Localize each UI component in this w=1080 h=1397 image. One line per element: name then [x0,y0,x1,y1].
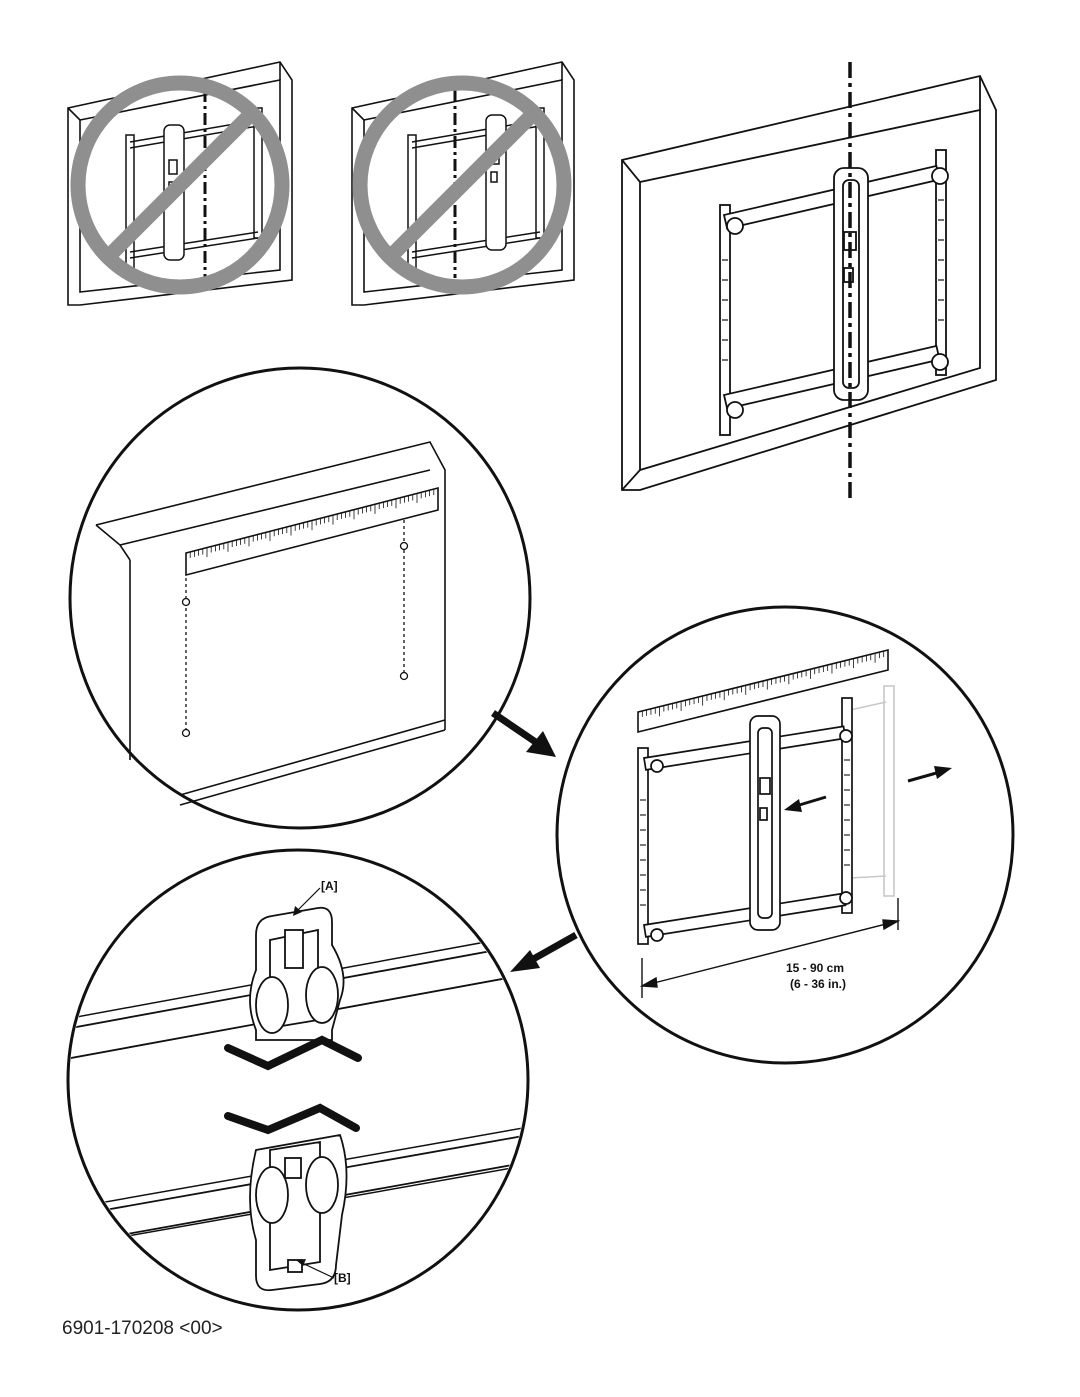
prohibition-sign-icon [70,75,290,295]
incorrect-placement-1 [67,61,293,306]
ruler [185,486,439,577]
latch-detail: [A] [B] [66,848,530,1312]
incorrect-placement-2 [351,61,575,306]
slide-left-arrow-icon [784,795,827,812]
dimension-imperial-label: (6 - 36 in.) [790,977,846,991]
drill-marks [181,520,409,738]
arrow-icon [510,931,578,972]
svg-text:[B]: [B] [334,1271,351,1285]
measurement-detail [68,366,532,830]
dimension-line [639,898,901,998]
break-line [224,1035,362,1135]
width-adjustment-detail: 15 - 90 cm (6 - 36 in.) [555,605,1015,1065]
document-id: 6901-170208 <00> [62,1318,223,1339]
extended-arm-outline [849,685,895,897]
lower-latch [249,1133,348,1292]
prohibition-sign-icon [352,75,572,295]
dimension-metric-label: 15 - 90 cm [786,961,844,975]
wall-panel [95,441,446,806]
callout-a: [A] [293,879,338,916]
svg-text:[A]: [A] [321,879,338,893]
correct-placement [621,62,997,500]
arrow-icon [491,710,556,757]
slide-right-arrow-icon [907,766,952,783]
upper-latch [249,906,345,1041]
ruler [637,648,889,734]
callout-b: [B] [296,1259,351,1285]
